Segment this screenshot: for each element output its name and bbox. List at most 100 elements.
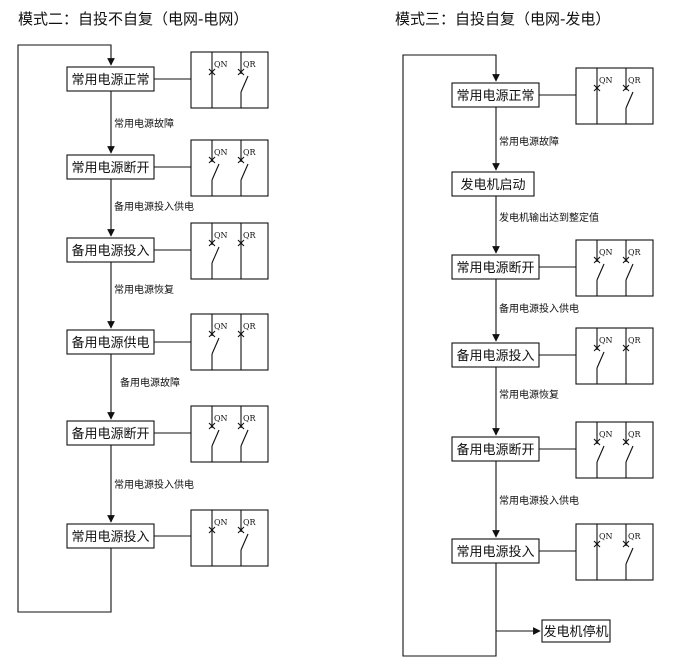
mode3-switch-4-qn-mark-b: [593, 540, 601, 548]
mode3-switch-2-qr-mark-b: [622, 344, 630, 352]
mode2-switch-1-qr-blade: [240, 163, 249, 181]
mode3-switch-3-qr-label: QR: [628, 430, 642, 439]
mode3-state-0: 常用电源正常: [451, 82, 540, 108]
mode2-switch-2-qn-label: QN: [214, 231, 228, 240]
mode2-switch-panel-frame-1: [190, 139, 269, 197]
mode2-state-label-5: 常用电源投入: [71, 529, 149, 545]
mode2-state-1: 常用电源断开: [66, 154, 155, 180]
mode3-state-5: 常用电源投入: [451, 538, 540, 564]
mode2-transition-0: 常用电源故障: [114, 117, 174, 130]
mode3-switch-3-qr-blade: [625, 445, 634, 463]
mode2-switch-1-qn-blade: [211, 163, 220, 181]
mode2-switch-5-qr-label: QR: [243, 518, 257, 527]
mode3-state-6: 发电机停机: [541, 619, 611, 643]
mode2-loop-line: [17, 44, 115, 613]
mode3-switch-2-qn-blade: [596, 351, 605, 369]
mode2-state-label-1: 常用电源断开: [71, 161, 149, 176]
mode2-switch-panel-frame-3: [190, 313, 269, 371]
mode2-switch-5-qr-mark-b: [237, 526, 245, 534]
mode2-transition-3: 备用电源故障: [120, 376, 180, 389]
mode3-state-3: 备用电源投入: [451, 342, 540, 368]
mode3-switch-1-qr-label: QR: [628, 248, 642, 257]
mode3-state-2: 常用电源断开: [451, 254, 540, 280]
mode3-switch-panel-3: QN QR: [575, 421, 654, 479]
mode3-loop-line: [402, 54, 500, 657]
mode3-switch-panel-0: QN QR: [575, 67, 654, 125]
mode2-title: 模式二：自投不自复（电网-电网）: [18, 10, 248, 28]
mode2-state-2: 备用电源投入: [66, 237, 155, 263]
mode2-state-label-2: 备用电源投入: [71, 243, 149, 259]
mode2-switch-panel-frame-5: [190, 509, 269, 567]
mode2-switch-3-qr-mark-b: [237, 330, 245, 338]
mode3-switch-3-qn-mark-b: [593, 438, 601, 446]
mode2-switch-panel-frame-2: [190, 222, 269, 280]
mode3-switch-1-qn-label: QN: [599, 248, 613, 257]
mode2-switch-2-qr-label: QR: [243, 231, 257, 240]
mode3-switch-3-qn-label: QN: [599, 430, 613, 439]
mode3-switch-0-qr-blade: [625, 91, 634, 109]
mode2-switch-5-qr-blade: [240, 533, 249, 551]
mode2-switch-panel-2: QN QR: [190, 222, 269, 280]
mode3-transition-2: 备用电源投入供电: [499, 302, 579, 315]
mode2-switch-0-qn-mark-b: [208, 68, 216, 76]
mode2-switch-4-qr-mark-b: [237, 422, 245, 430]
mode3-state-label-4: 备用电源断开: [456, 442, 534, 458]
mode3-state-label-3: 备用电源投入: [456, 348, 534, 364]
mode3-state-label-1: 发电机启动: [460, 177, 525, 193]
mode2-switch-3-qn-mark-b: [208, 330, 216, 338]
mode2-switch-4-qn-mark-b: [208, 422, 216, 430]
mode3-switch-1-qr-mark-b: [622, 256, 630, 264]
mode2-switch-4-qn-blade: [211, 429, 220, 447]
mode2-switch-0-qr-mark-b: [237, 68, 245, 76]
mode2-switch-panel-5: QN QR: [190, 509, 269, 567]
mode3-transition-4: 常用电源投入供电: [499, 494, 579, 507]
mode3-switch-0-qr-mark-b: [622, 84, 630, 92]
mode2-switch-5-qn-label: QN: [214, 518, 228, 527]
mode3-state-1: 发电机启动: [451, 171, 535, 197]
mode3-title: 模式三：自投自复（电网-发电）: [395, 10, 610, 28]
mode3-switch-3-qn-blade: [596, 445, 605, 463]
mode3-switch-4-qn-label: QN: [599, 532, 613, 541]
mode3-switch-4-qr-blade: [625, 547, 634, 565]
mode2-switch-0-qr-label: QR: [243, 60, 257, 69]
mode2-state-label-4: 备用电源断开: [71, 426, 149, 442]
mode3-switch-panel-frame-4: [575, 523, 654, 581]
mode2-flowchart: 常用电源正常 常用电源断开 备用电源投入 备用电源供电 备用电源断开 常用电源投…: [17, 44, 194, 613]
mode3-state-label-2: 常用电源断开: [456, 261, 534, 276]
mode2-switch-1-qr-label: QR: [243, 148, 257, 157]
mode2-transition-4: 常用电源投入供电: [114, 478, 194, 491]
mode2-switch-panel-frame-4: [190, 405, 269, 463]
mode3-transition-3: 常用电源恢复: [499, 388, 559, 401]
mode2-switch-4-qr-blade: [240, 429, 249, 447]
mode3-switch-panel-frame-2: [575, 327, 654, 385]
mode3-switch-1-qn-mark-b: [593, 256, 601, 264]
mode2-switch-1-qr-mark-b: [237, 156, 245, 164]
mode3-switch-3-qr-mark-b: [622, 438, 630, 446]
mode2-state-0: 常用电源正常: [66, 66, 155, 92]
mode3-switch-panel-1: QN QR: [575, 239, 654, 297]
mode3-switch-panel-frame-3: [575, 421, 654, 479]
mode3-state-label-6: 发电机停机: [543, 624, 608, 640]
mode2-state-4: 备用电源断开: [66, 420, 155, 446]
mode3-switch-0-qr-label: QR: [628, 76, 642, 85]
mode3-transition-0: 常用电源故障: [499, 135, 559, 148]
mode3-switch-4-qr-label: QR: [628, 532, 642, 541]
mode3-switch-panel-frame-1: [575, 239, 654, 297]
mode3-switch-panel-frame-0: [575, 67, 654, 125]
mode3-switch-2-qn-label: QN: [599, 336, 613, 345]
mode3-switch-4-qr-mark-b: [622, 540, 630, 548]
mode3-switch-1-qr-blade: [625, 263, 634, 281]
mode2-state-label-0: 常用电源正常: [71, 73, 149, 88]
mode2-switch-2-qn-blade: [211, 246, 220, 264]
mode3-switch-0-qn-label: QN: [599, 76, 613, 85]
mode2-state-5: 常用电源投入: [66, 523, 155, 549]
mode2-transition-2: 常用电源恢复: [114, 283, 174, 296]
mode3-state-label-0: 常用电源正常: [456, 89, 534, 104]
mode2-switch-5-qn-mark-b: [208, 526, 216, 534]
